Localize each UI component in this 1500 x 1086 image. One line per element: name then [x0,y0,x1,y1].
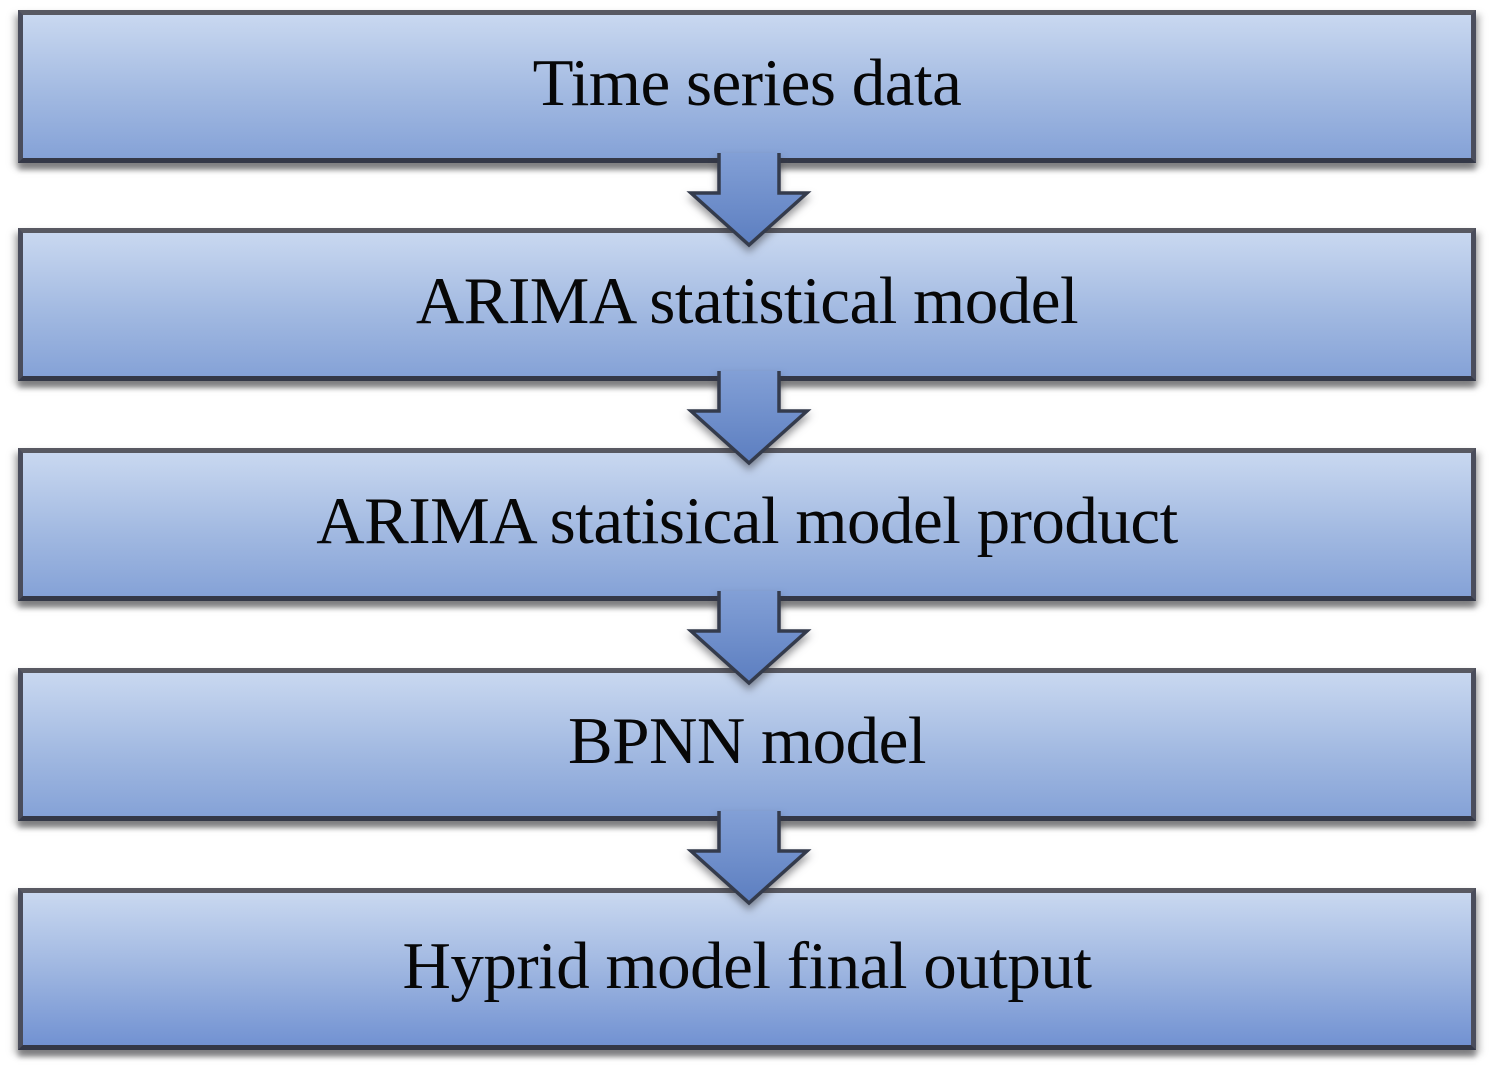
arrow-down-icon [686,153,812,248]
node-label: ARIMA statisical model product [316,484,1178,558]
flow-node-hyprid-model-final-output: Hyprid model final output [18,888,1476,1050]
flow-node-arima-statistical-model: ARIMA statistical model [18,228,1476,381]
node-label: BPNN model [568,704,926,778]
node-label: Time series data [532,46,962,120]
arrow-down-icon [686,591,812,686]
flow-node-bpnn-model: BPNN model [18,668,1476,821]
arrow-down-icon [686,811,812,906]
arrow-down-icon [686,371,812,466]
flow-node-time-series-data: Time series data [18,10,1476,163]
node-label: ARIMA statistical model [415,264,1079,338]
flow-node-arima-statisical-model-product: ARIMA statisical model product [18,448,1476,601]
node-label: Hyprid model final output [402,928,1092,1003]
